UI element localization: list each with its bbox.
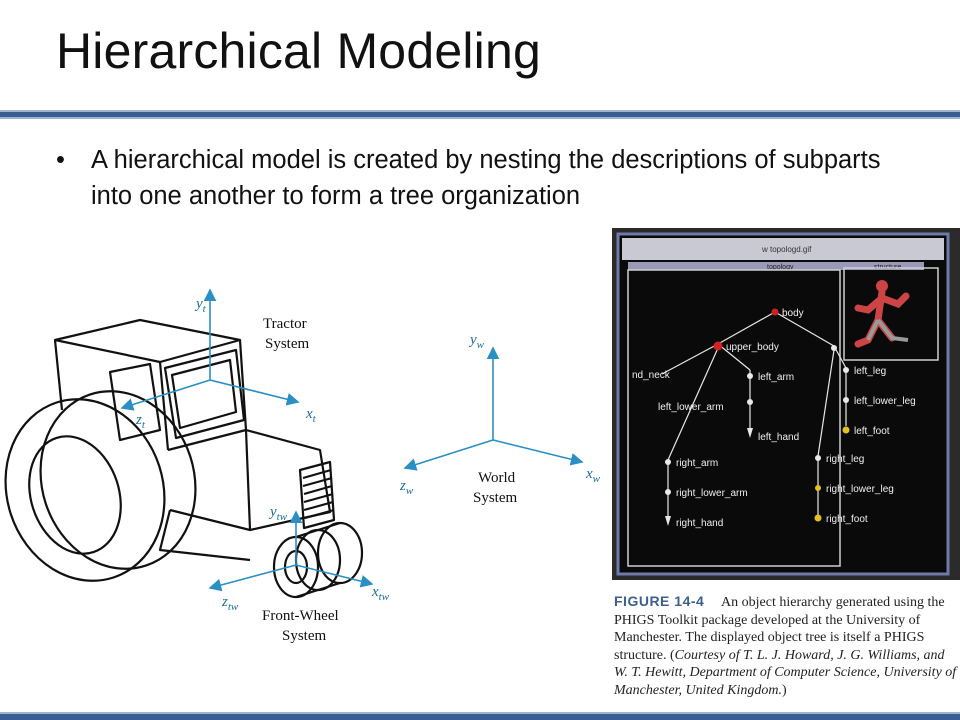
- axis-label-zt: zt: [135, 412, 146, 431]
- caption-text: An object hierarchy generated using the …: [614, 595, 945, 663]
- tractor-system-label-2: System: [265, 336, 310, 352]
- bottom-rule: [0, 712, 960, 720]
- node-right-leg: right_leg: [826, 454, 864, 465]
- axis-label-xt: xt: [305, 406, 317, 425]
- node-right-hand: right_hand: [676, 518, 723, 529]
- node-right-lower-leg: right_lower_leg: [826, 484, 894, 495]
- window-title: w topologd.gif: [761, 245, 812, 254]
- phigs-hierarchy-figure: w topologd.gif topology structure: [612, 228, 960, 580]
- tree-node-markers: [665, 308, 850, 526]
- slide-title: Hierarchical Modeling: [56, 23, 541, 79]
- world-system-label-1: World: [478, 470, 516, 486]
- tractor-system-label-1: Tractor: [263, 316, 307, 332]
- axis-label-ytw: ytw: [268, 504, 288, 523]
- panel-title: topology: [767, 264, 794, 271]
- title-underline: [0, 110, 960, 119]
- node-left-hand: left_hand: [758, 432, 799, 443]
- caption-credit: Courtesy of T. L. J. Howard, J. G. Willi…: [614, 647, 957, 698]
- tractor-axes: [120, 288, 300, 411]
- front-wheel-label-2: System: [282, 628, 327, 644]
- node-left-arm: left_arm: [758, 372, 794, 383]
- axis-label-zw: zw: [399, 478, 414, 497]
- tractor-drawing: [4, 318, 364, 599]
- front-wheel-axes: [208, 510, 374, 592]
- node-upper-body: upper_body: [726, 342, 779, 353]
- figure-caption: FIGURE 14-4 An object hierarchy generate…: [614, 593, 960, 699]
- bullet-text: A hierarchical model is created by nesti…: [91, 146, 881, 210]
- figure-label: FIGURE 14-4: [614, 593, 705, 609]
- axis-label-xtw: xtw: [371, 584, 390, 603]
- running-figure-icon: [854, 280, 910, 348]
- world-axes: [403, 346, 584, 471]
- bullet-symbol: •: [56, 146, 65, 174]
- caption-close: ): [781, 682, 787, 698]
- node-left-lower-arm: left_lower_arm: [658, 402, 724, 413]
- node-right-foot: right_foot: [826, 514, 868, 525]
- node-body: body: [782, 308, 804, 319]
- front-wheel-label-1: Front-Wheel: [262, 608, 339, 624]
- node-right-lower-arm: right_lower_arm: [676, 488, 748, 499]
- node-left-foot: left_foot: [854, 426, 890, 437]
- axis-label-yt: yt: [194, 296, 207, 315]
- node-left-lower-leg: left_lower_leg: [854, 396, 916, 407]
- node-left-leg: left_leg: [854, 366, 886, 377]
- node-right-arm: right_arm: [676, 458, 718, 469]
- axis-label-yw: yw: [468, 332, 485, 351]
- axis-label-xw: xw: [585, 466, 601, 485]
- tree-edges: [661, 311, 847, 520]
- node-head-neck: nd_neck: [632, 370, 671, 381]
- world-system-label-2: System: [473, 490, 518, 506]
- tractor-coordinate-diagram: Tractor System World System Front-Wheel …: [4, 288, 601, 644]
- axis-label-ztw: ztw: [221, 594, 239, 613]
